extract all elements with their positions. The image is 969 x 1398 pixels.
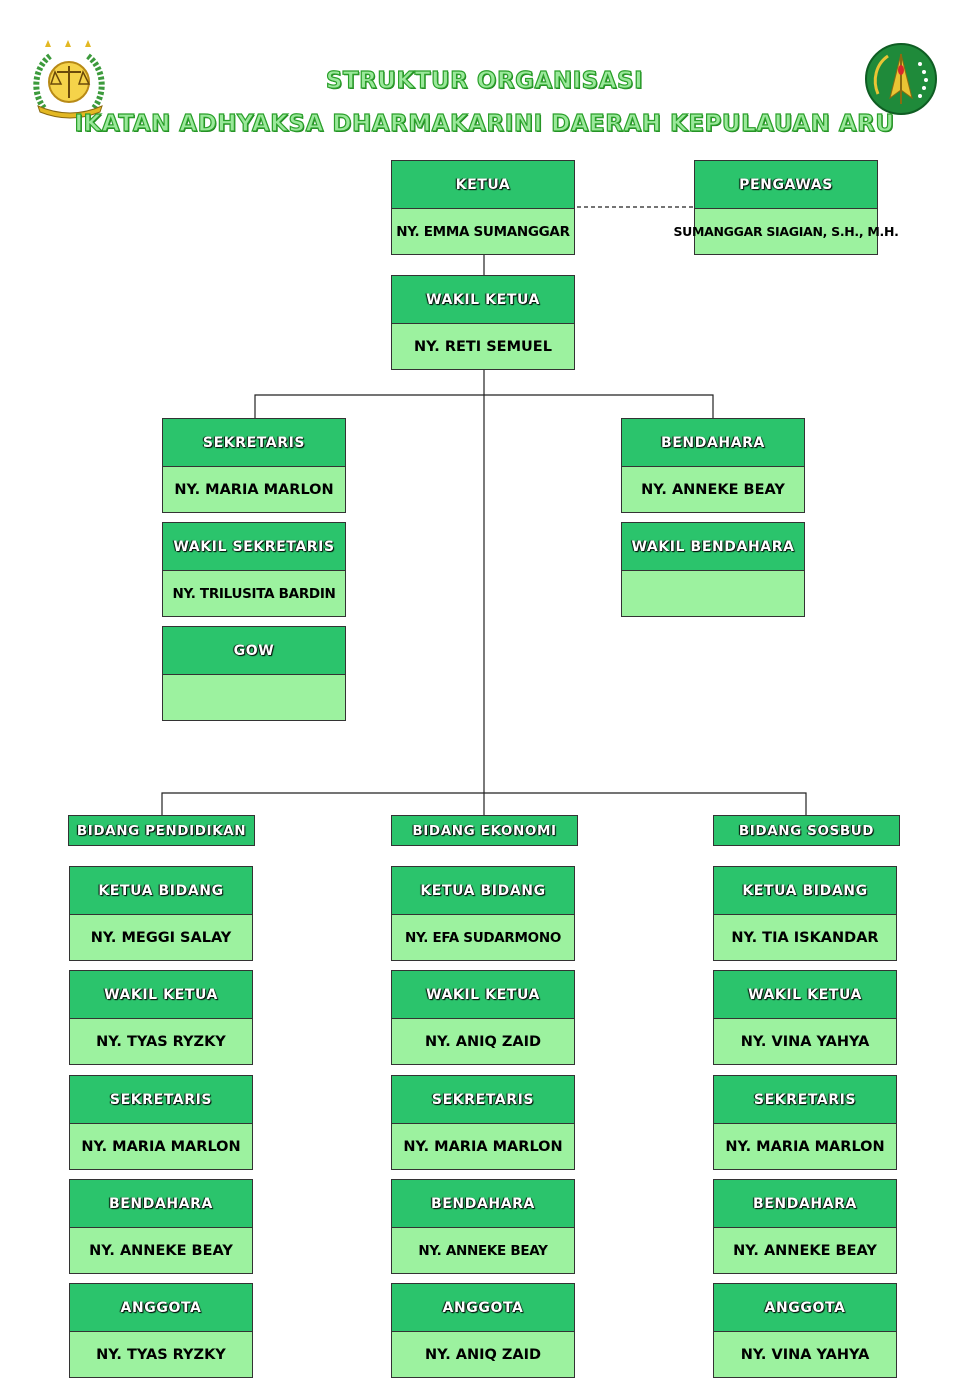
pendidikan-anggota-box: ANGGOTA NY. TYAS RYZKY <box>69 1283 253 1378</box>
pendidikan-ketua-bidang-box: KETUA BIDANG NY. MEGGI SALAY <box>69 866 253 961</box>
member-role: SEKRETARIS <box>714 1076 896 1124</box>
member-role: ANGGOTA <box>70 1284 252 1332</box>
pengawas-name: SUMANGGAR SIAGIAN, S.H., M.H. <box>673 209 899 254</box>
pendidikan-sekretaris-box: SEKRETARIS NY. MARIA MARLON <box>69 1075 253 1170</box>
member-role: WAKIL KETUA <box>70 971 252 1019</box>
sosbud-bendahara-box: BENDAHARA NY. ANNEKE BEAY <box>713 1179 897 1274</box>
wakil-bendahara-name <box>622 571 804 616</box>
gow-box: GOW <box>162 626 346 721</box>
member-role: BENDAHARA <box>392 1180 574 1228</box>
member-name: NY. MEGGI SALAY <box>70 915 252 960</box>
sosbud-wakil-ketua-box: WAKIL KETUA NY. VINA YAHYA <box>713 970 897 1065</box>
wakil-bendahara-role: WAKIL BENDAHARA <box>622 523 804 571</box>
member-role: WAKIL KETUA <box>392 971 574 1019</box>
chart-title: STRUKTUR ORGANISASI <box>325 67 644 94</box>
member-name: NY. MARIA MARLON <box>714 1124 896 1169</box>
sekretaris-box: SEKRETARIS NY. MARIA MARLON <box>162 418 346 513</box>
member-role: BENDAHARA <box>714 1180 896 1228</box>
ketua-role: KETUA <box>392 161 574 209</box>
wakil-ketua-name: NY. RETI SEMUEL <box>392 324 574 369</box>
member-role: SEKRETARIS <box>70 1076 252 1124</box>
member-name: NY. ANNEKE BEAY <box>392 1228 574 1273</box>
gow-name <box>163 675 345 720</box>
member-name: NY. ANIQ ZAID <box>392 1332 574 1377</box>
sekretaris-role: SEKRETARIS <box>163 419 345 467</box>
ekonomi-ketua-bidang-box: KETUA BIDANG NY. EFA SUDARMONO <box>391 866 575 961</box>
ekonomi-bendahara-box: BENDAHARA NY. ANNEKE BEAY <box>391 1179 575 1274</box>
sosbud-anggota-box: ANGGOTA NY. VINA YAHYA <box>713 1283 897 1378</box>
bendahara-role: BENDAHARA <box>622 419 804 467</box>
ketua-name: NY. EMMA SUMANGGAR <box>392 209 574 254</box>
member-name: NY. TYAS RYZKY <box>70 1332 252 1377</box>
bidang-ekonomi-label: BIDANG EKONOMI <box>391 815 578 846</box>
chart-subtitle: IKATAN ADHYAKSA DHARMAKARINI DAERAH KEPU… <box>74 110 895 137</box>
bendahara-box: BENDAHARA NY. ANNEKE BEAY <box>621 418 805 513</box>
member-name: NY. ANNEKE BEAY <box>70 1228 252 1273</box>
ekonomi-anggota-box: ANGGOTA NY. ANIQ ZAID <box>391 1283 575 1378</box>
member-name: NY. TIA ISKANDAR <box>714 915 896 960</box>
member-role: WAKIL KETUA <box>714 971 896 1019</box>
wakil-sekretaris-role: WAKIL SEKRETARIS <box>163 523 345 571</box>
member-name: NY. ANNEKE BEAY <box>714 1228 896 1273</box>
ketua-box: KETUA NY. EMMA SUMANGGAR <box>391 160 575 255</box>
gow-role: GOW <box>163 627 345 675</box>
wakil-bendahara-box: WAKIL BENDAHARA <box>621 522 805 617</box>
sosbud-ketua-bidang-box: KETUA BIDANG NY. TIA ISKANDAR <box>713 866 897 961</box>
bendahara-name: NY. ANNEKE BEAY <box>622 467 804 512</box>
kejaksaan-emblem-icon <box>33 40 105 119</box>
member-name: NY. MARIA MARLON <box>70 1124 252 1169</box>
sekretaris-name: NY. MARIA MARLON <box>163 467 345 512</box>
adhyaksa-dharmakarini-emblem-icon <box>865 43 937 115</box>
pendidikan-bendahara-box: BENDAHARA NY. ANNEKE BEAY <box>69 1179 253 1274</box>
member-role: KETUA BIDANG <box>70 867 252 915</box>
wakil-ketua-role: WAKIL KETUA <box>392 276 574 324</box>
wakil-sekretaris-box: WAKIL SEKRETARIS NY. TRILUSITA BARDIN <box>162 522 346 617</box>
member-role: ANGGOTA <box>392 1284 574 1332</box>
pengawas-box: PENGAWAS SUMANGGAR SIAGIAN, S.H., M.H. <box>673 160 899 255</box>
member-name: NY. TYAS RYZKY <box>70 1019 252 1064</box>
member-name: NY. MARIA MARLON <box>392 1124 574 1169</box>
member-role: ANGGOTA <box>714 1284 896 1332</box>
member-name: NY. VINA YAHYA <box>714 1332 896 1377</box>
pendidikan-wakil-ketua-box: WAKIL KETUA NY. TYAS RYZKY <box>69 970 253 1065</box>
member-name: NY. EFA SUDARMONO <box>392 915 574 960</box>
bidang-pendidikan-label: BIDANG PENDIDIKAN <box>68 815 255 846</box>
wakil-sekretaris-name: NY. TRILUSITA BARDIN <box>163 571 345 616</box>
member-role: SEKRETARIS <box>392 1076 574 1124</box>
member-role: KETUA BIDANG <box>392 867 574 915</box>
member-name: NY. ANIQ ZAID <box>392 1019 574 1064</box>
ekonomi-sekretaris-box: SEKRETARIS NY. MARIA MARLON <box>391 1075 575 1170</box>
member-role: KETUA BIDANG <box>714 867 896 915</box>
sosbud-sekretaris-box: SEKRETARIS NY. MARIA MARLON <box>713 1075 897 1170</box>
bidang-sosbud-label: BIDANG SOSBUD <box>713 815 900 846</box>
ekonomi-wakil-ketua-box: WAKIL KETUA NY. ANIQ ZAID <box>391 970 575 1065</box>
pengawas-role: PENGAWAS <box>695 161 877 209</box>
wakil-ketua-box: WAKIL KETUA NY. RETI SEMUEL <box>391 275 575 370</box>
member-name: NY. VINA YAHYA <box>714 1019 896 1064</box>
member-role: BENDAHARA <box>70 1180 252 1228</box>
